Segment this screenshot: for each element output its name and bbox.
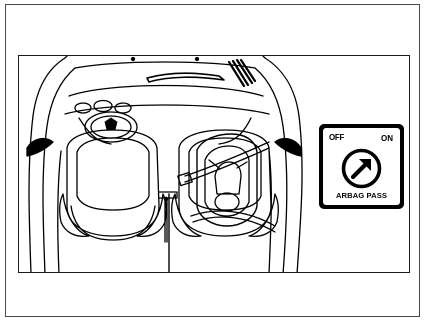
airbag-switch-face: OFF ON ARBAG PASS — [323, 128, 400, 205]
off-label: OFF — [329, 134, 344, 142]
on-label: ON — [381, 135, 393, 143]
airbag-switch-panel: OFF ON ARBAG PASS — [319, 124, 404, 209]
rotary-switch-arrow-icon[interactable] — [340, 147, 383, 190]
airbag-pass-label: ARBAG PASS — [323, 192, 400, 200]
